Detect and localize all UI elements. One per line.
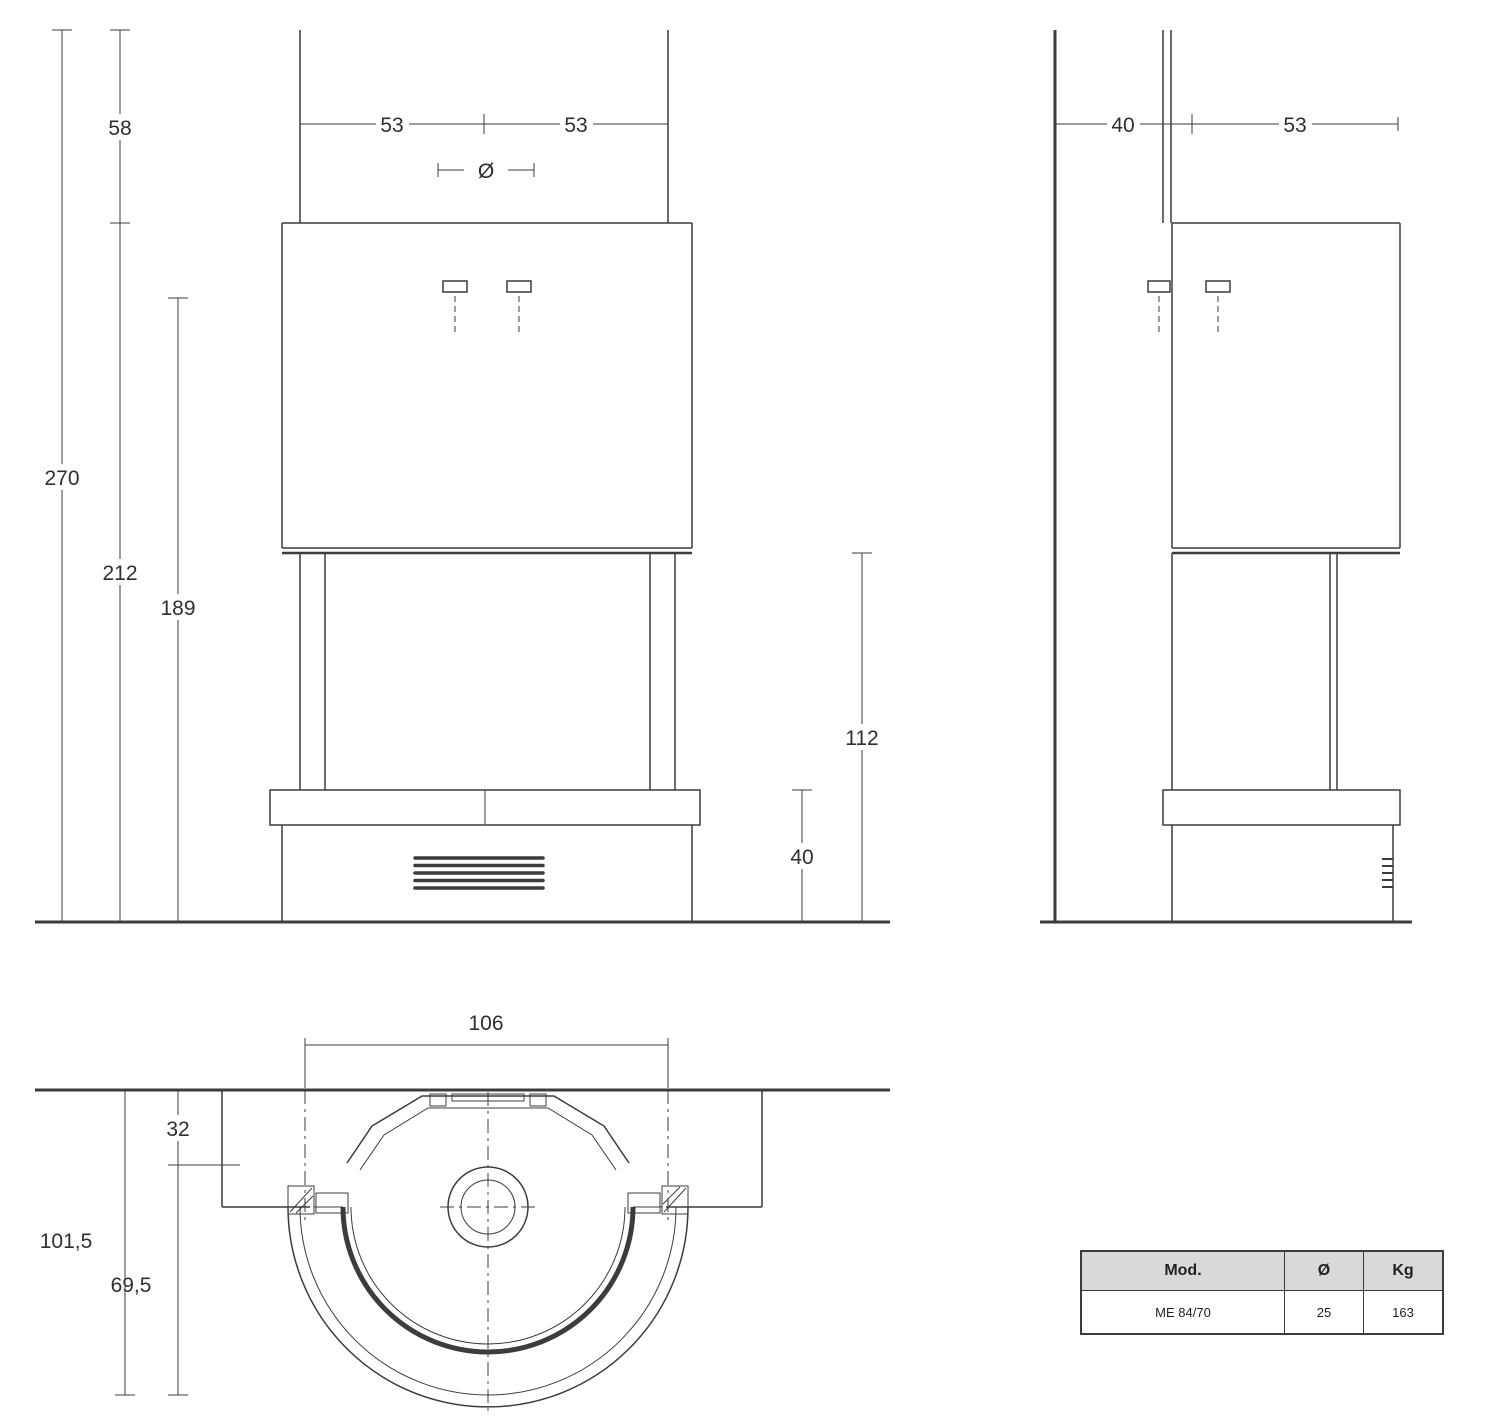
plan-dim-101-5: 101,5 xyxy=(40,1089,135,1396)
side-chimney xyxy=(1162,30,1172,223)
front-hood xyxy=(281,222,693,555)
side-base xyxy=(1171,825,1394,922)
side-dim-40-53: 40 53 xyxy=(1054,111,1399,137)
dim-label-diameter: Ø xyxy=(478,160,494,183)
dim-label-53-right: 53 xyxy=(564,114,587,137)
dim-label-106: 106 xyxy=(468,1012,503,1035)
spec-table-data-row: ME 84/70 25 163 xyxy=(1080,1290,1444,1335)
dim-label-53-side: 53 xyxy=(1283,114,1306,137)
plan-dim-106: 106 xyxy=(304,1012,669,1088)
plan-side-posts xyxy=(287,1185,689,1215)
dim-label-53-left: 53 xyxy=(380,114,403,137)
plan-dim-32-69: 32 69,5 xyxy=(111,1089,240,1396)
dim-label-212: 212 xyxy=(102,562,137,585)
plan-curved-front xyxy=(287,1206,689,1408)
dim-label-32: 32 xyxy=(166,1118,189,1141)
plan-centerlines xyxy=(304,1090,669,1415)
plan-view: 106 32 69,5 101,5 xyxy=(35,1012,890,1415)
plan-flue-circles xyxy=(447,1166,529,1248)
front-firebox-posts xyxy=(299,553,676,790)
front-view: 270 58 212 189 53 xyxy=(35,29,890,924)
side-hood xyxy=(1171,222,1401,555)
front-dim-189: 189 xyxy=(155,297,201,923)
side-grille-edge xyxy=(1382,858,1393,888)
side-view: 40 53 xyxy=(1040,30,1412,924)
front-bench xyxy=(269,789,701,826)
dim-label-40-front: 40 xyxy=(790,846,813,869)
spec-header-mod: Mod. xyxy=(1080,1250,1285,1291)
dim-label-69-5: 69,5 xyxy=(111,1274,152,1297)
side-bench xyxy=(1162,789,1401,826)
side-firebox xyxy=(1171,553,1338,790)
front-dim-53-53: 53 53 xyxy=(299,111,669,137)
plan-firebox-octagon xyxy=(346,1093,630,1171)
dim-label-112: 112 xyxy=(845,727,878,750)
front-dim-58-212: 58 212 xyxy=(97,29,143,923)
spec-value-diameter: 25 xyxy=(1284,1290,1364,1335)
front-vent-grille xyxy=(413,856,545,890)
dim-label-40-side: 40 xyxy=(1111,114,1134,137)
front-damper-controls xyxy=(442,280,532,333)
dim-label-189: 189 xyxy=(160,597,195,620)
dim-label-101-5: 101,5 xyxy=(40,1230,93,1253)
dim-label-58: 58 xyxy=(108,117,131,140)
dim-label-270: 270 xyxy=(44,467,79,490)
spec-value-kg: 163 xyxy=(1363,1290,1444,1335)
front-dim-112: 112 xyxy=(839,552,885,923)
spec-table-header-row: Mod. Ø Kg xyxy=(1080,1250,1444,1291)
front-dim-40: 40 xyxy=(786,789,819,923)
front-base xyxy=(281,825,693,922)
spec-header-diameter: Ø xyxy=(1284,1250,1364,1291)
spec-value-mod: ME 84/70 xyxy=(1080,1290,1285,1335)
side-damper-controls xyxy=(1147,280,1231,333)
plan-flue-collar xyxy=(429,1093,547,1107)
spec-header-kg: Kg xyxy=(1363,1250,1444,1291)
spec-table: Mod. Ø Kg ME 84/70 25 163 xyxy=(1080,1250,1444,1335)
front-dim-270: 270 xyxy=(40,29,85,923)
plan-back-panel xyxy=(221,1090,763,1208)
front-dim-diameter: Ø xyxy=(437,160,535,183)
